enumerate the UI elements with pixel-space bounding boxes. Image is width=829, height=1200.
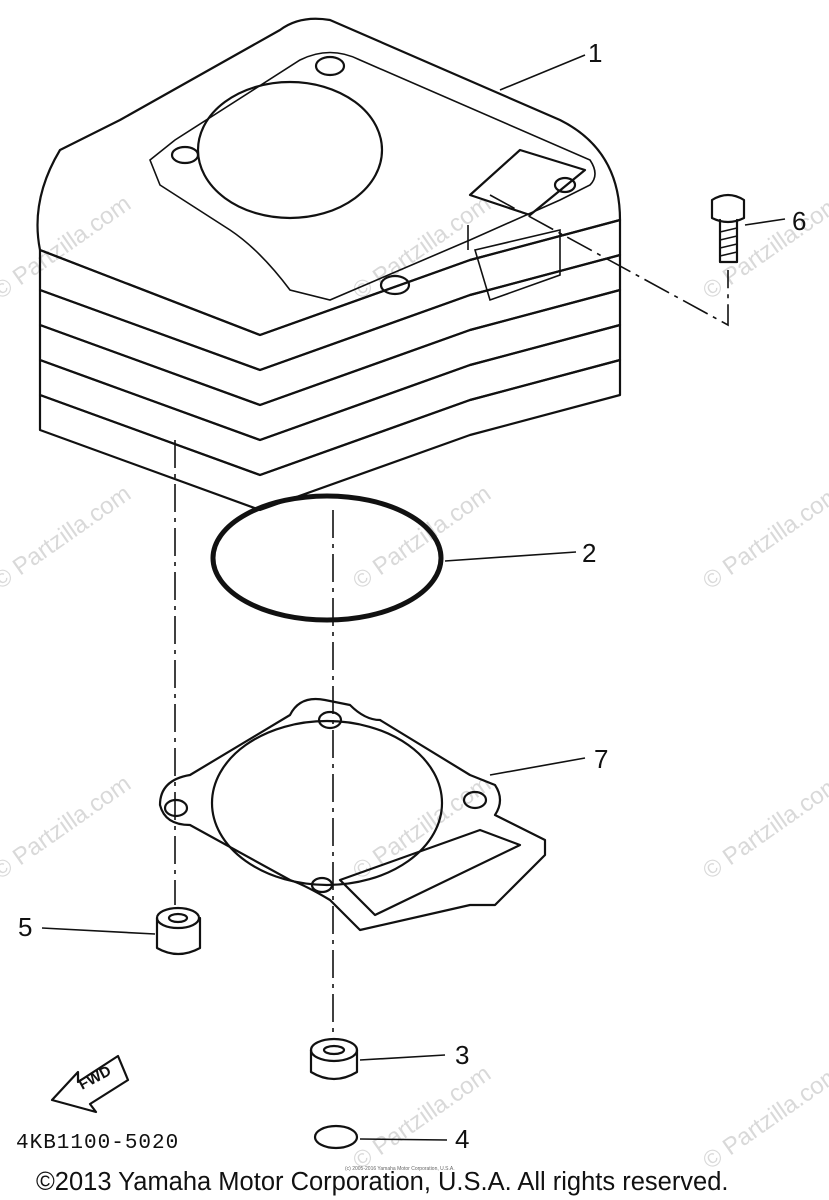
callout-7: 7: [594, 744, 608, 774]
gasket-bore: [210, 719, 444, 887]
cylinder-bore: [196, 80, 384, 220]
small-o-ring-shape: [313, 1124, 359, 1150]
callout-leaders: [41, 54, 786, 1141]
watermark-text: © Partzilla.com: [348, 190, 496, 305]
bolt-thread: [719, 251, 738, 257]
cylinder-head-face: [149, 51, 596, 301]
leader-1: [499, 54, 586, 91]
watermark-text: © Partzilla.com: [348, 1060, 496, 1175]
cylinder-side-boss: [473, 228, 561, 302]
bolt-thread: [719, 227, 738, 233]
gasket-dowel-hole: [163, 798, 189, 818]
callout-4: 4: [455, 1124, 469, 1154]
callout-5: 5: [18, 912, 32, 942]
gasket-stud-hole: [317, 710, 343, 730]
watermark-text: © Partzilla.com: [0, 190, 136, 305]
gasket-stud-hole: [310, 876, 334, 894]
stud-hole: [553, 176, 577, 194]
stud-hole: [314, 55, 346, 77]
leader-2: [444, 551, 577, 562]
gasket-cam-chain-opening: [338, 828, 522, 917]
dowel-bore: [322, 1044, 346, 1056]
callout-1: 1: [588, 38, 602, 68]
dowel-bore: [167, 912, 189, 924]
watermark-layer: © Partzilla.com © Partzilla.com © Partzi…: [0, 190, 829, 1175]
callout-6: 6: [792, 206, 806, 236]
fwd-label: FWD: [76, 1062, 114, 1093]
watermark-text: © Partzilla.com: [348, 480, 496, 595]
callout-2: 2: [582, 538, 596, 568]
stud-hole: [170, 145, 200, 165]
bolt-thread: [719, 243, 738, 249]
dowel-body: [155, 916, 202, 956]
gasket-stud-hole: [462, 790, 488, 810]
copyright-text: ©2013 Yamaha Motor Corporation, U.S.A. A…: [36, 1168, 729, 1196]
fwd-arrow-icon: [50, 1054, 130, 1114]
tiny-notice: (c) 2005-2016 Yamaha Motor Corporation, …: [345, 1166, 455, 1172]
stud-hole: [379, 274, 411, 296]
dowel-top: [309, 1037, 359, 1063]
leader-4: [359, 1138, 448, 1141]
watermark-text: © Partzilla.com: [698, 190, 829, 305]
part-cylinder[interactable]: [36, 17, 622, 512]
leader-6: [744, 218, 786, 226]
callout-labels: 1 2 3 4 5 6 7: [18, 38, 806, 1154]
leader-5: [41, 927, 156, 935]
cylinder-top: [36, 17, 622, 337]
drawing-code: 4KB1100-5020: [16, 1132, 179, 1155]
watermark-text: © Partzilla.com: [698, 480, 829, 595]
part-dowel-pin-center[interactable]: [309, 1037, 359, 1081]
bolt-axis: [489, 194, 729, 327]
bolt-head: [710, 193, 746, 224]
gasket-outline: [158, 697, 547, 932]
part-gasket[interactable]: [158, 697, 547, 932]
watermark-text: © Partzilla.com: [0, 770, 136, 885]
part-o-ring[interactable]: [210, 493, 444, 623]
o-ring-shape: [210, 493, 444, 623]
leader-3: [359, 1054, 446, 1061]
part-o-ring-small[interactable]: [313, 1124, 359, 1150]
dowel-top: [155, 906, 201, 930]
bolt-shank: [718, 218, 739, 264]
bolt-thread: [719, 235, 738, 241]
leader-7: [489, 757, 586, 776]
part-dowel-pin-left[interactable]: [155, 906, 202, 956]
fwd-arrow: FWD: [50, 1054, 130, 1114]
cam-chain-tunnel: [468, 148, 587, 217]
watermark-text: © Partzilla.com: [0, 480, 136, 595]
watermark-text: © Partzilla.com: [698, 1060, 829, 1175]
dowel-body: [309, 1048, 359, 1081]
callout-3: 3: [455, 1040, 469, 1070]
axis-lines: [174, 194, 729, 1035]
watermark-text: © Partzilla.com: [698, 770, 829, 885]
part-bolt[interactable]: [710, 193, 746, 264]
